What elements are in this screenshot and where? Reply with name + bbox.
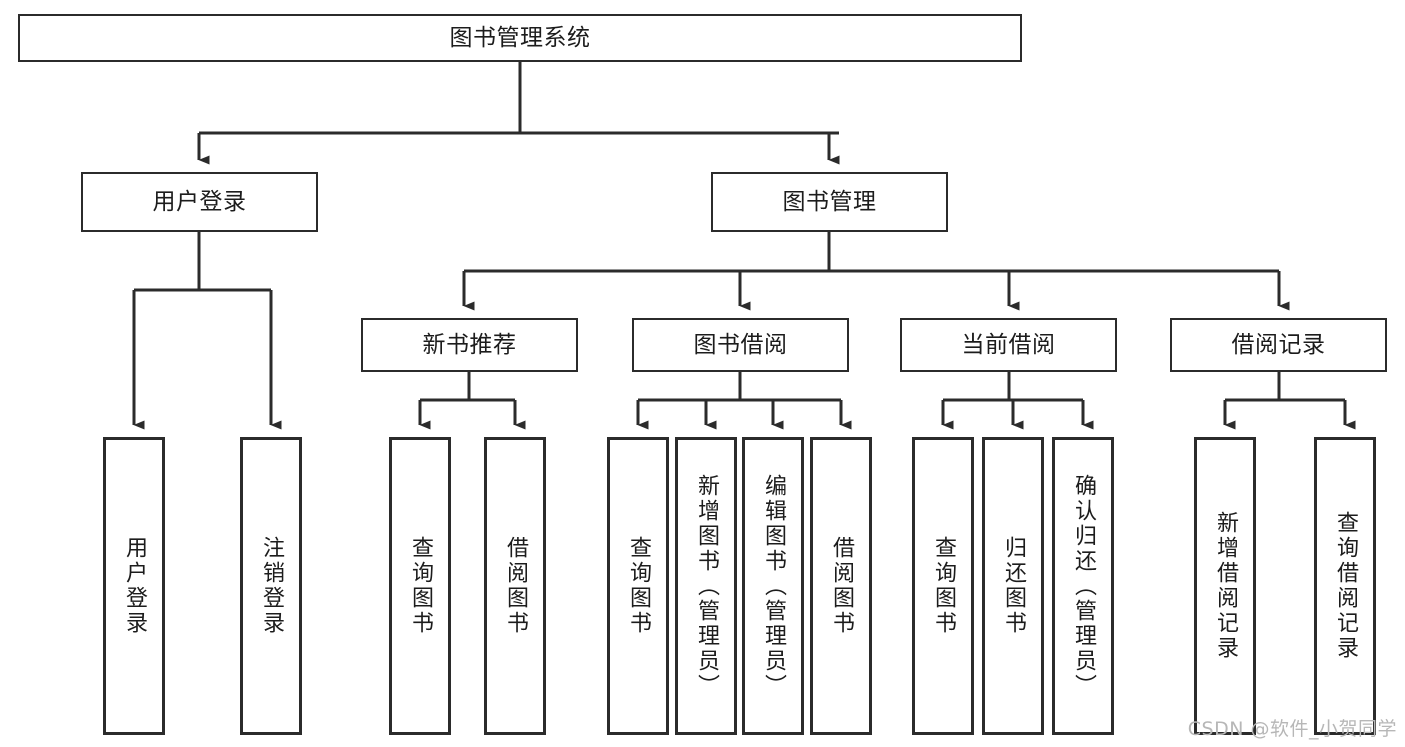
leaf-current-query-book[interactable]: 查询图书 <box>912 437 974 735</box>
node-borrow-record[interactable]: 借阅记录 <box>1170 318 1387 372</box>
leaf-new-book-query-label: 查询图书 <box>408 536 433 636</box>
leaf-current-query-book-label: 查询图书 <box>931 536 956 636</box>
leaf-user-login-logout[interactable]: 注销登录 <box>240 437 302 735</box>
leaf-record-add-label: 新增借阅记录 <box>1213 511 1238 661</box>
leaf-record-query[interactable]: 查询借阅记录 <box>1314 437 1376 735</box>
node-borrow-record-label: 借阅记录 <box>1231 331 1326 358</box>
leaf-new-book-borrow-label: 借阅图书 <box>503 536 528 636</box>
leaf-current-confirm-return[interactable]: 确认归还（管理员） <box>1052 437 1114 735</box>
leaf-borrow-borrow-book[interactable]: 借阅图书 <box>810 437 872 735</box>
node-book-management[interactable]: 图书管理 <box>711 172 948 232</box>
leaf-user-login-login[interactable]: 用户登录 <box>103 437 165 735</box>
leaf-borrow-borrow-book-label: 借阅图书 <box>829 536 854 636</box>
leaf-current-confirm-return-label: 确认归还（管理员） <box>1071 473 1096 699</box>
leaf-current-return-book-label: 归还图书 <box>1001 536 1026 636</box>
node-root-label: 图书管理系统 <box>449 24 591 51</box>
leaf-borrow-query-book-label: 查询图书 <box>626 536 651 636</box>
node-new-book-recommend-label: 新书推荐 <box>422 331 517 358</box>
node-current-borrow-label: 当前借阅 <box>961 331 1056 358</box>
leaf-user-login-login-label: 用户登录 <box>122 536 147 636</box>
node-user-login[interactable]: 用户登录 <box>81 172 318 232</box>
leaf-user-login-logout-label: 注销登录 <box>259 536 284 636</box>
node-user-login-label: 用户登录 <box>152 188 247 215</box>
leaf-record-add[interactable]: 新增借阅记录 <box>1194 437 1256 735</box>
leaf-borrow-add-book-label: 新增图书（管理员） <box>694 473 719 699</box>
node-book-borrow[interactable]: 图书借阅 <box>632 318 849 372</box>
leaf-borrow-add-book[interactable]: 新增图书（管理员） <box>675 437 737 735</box>
leaf-record-query-label: 查询借阅记录 <box>1333 511 1358 661</box>
leaf-current-return-book[interactable]: 归还图书 <box>982 437 1044 735</box>
leaf-new-book-borrow[interactable]: 借阅图书 <box>484 437 546 735</box>
leaf-new-book-query[interactable]: 查询图书 <box>389 437 451 735</box>
node-book-management-label: 图书管理 <box>782 188 877 215</box>
leaf-borrow-edit-book[interactable]: 编辑图书（管理员） <box>742 437 804 735</box>
leaf-borrow-query-book[interactable]: 查询图书 <box>607 437 669 735</box>
leaf-borrow-edit-book-label: 编辑图书（管理员） <box>761 473 786 699</box>
node-new-book-recommend[interactable]: 新书推荐 <box>361 318 578 372</box>
node-book-borrow-label: 图书借阅 <box>693 331 788 358</box>
node-current-borrow[interactable]: 当前借阅 <box>900 318 1117 372</box>
node-root[interactable]: 图书管理系统 <box>18 14 1022 62</box>
